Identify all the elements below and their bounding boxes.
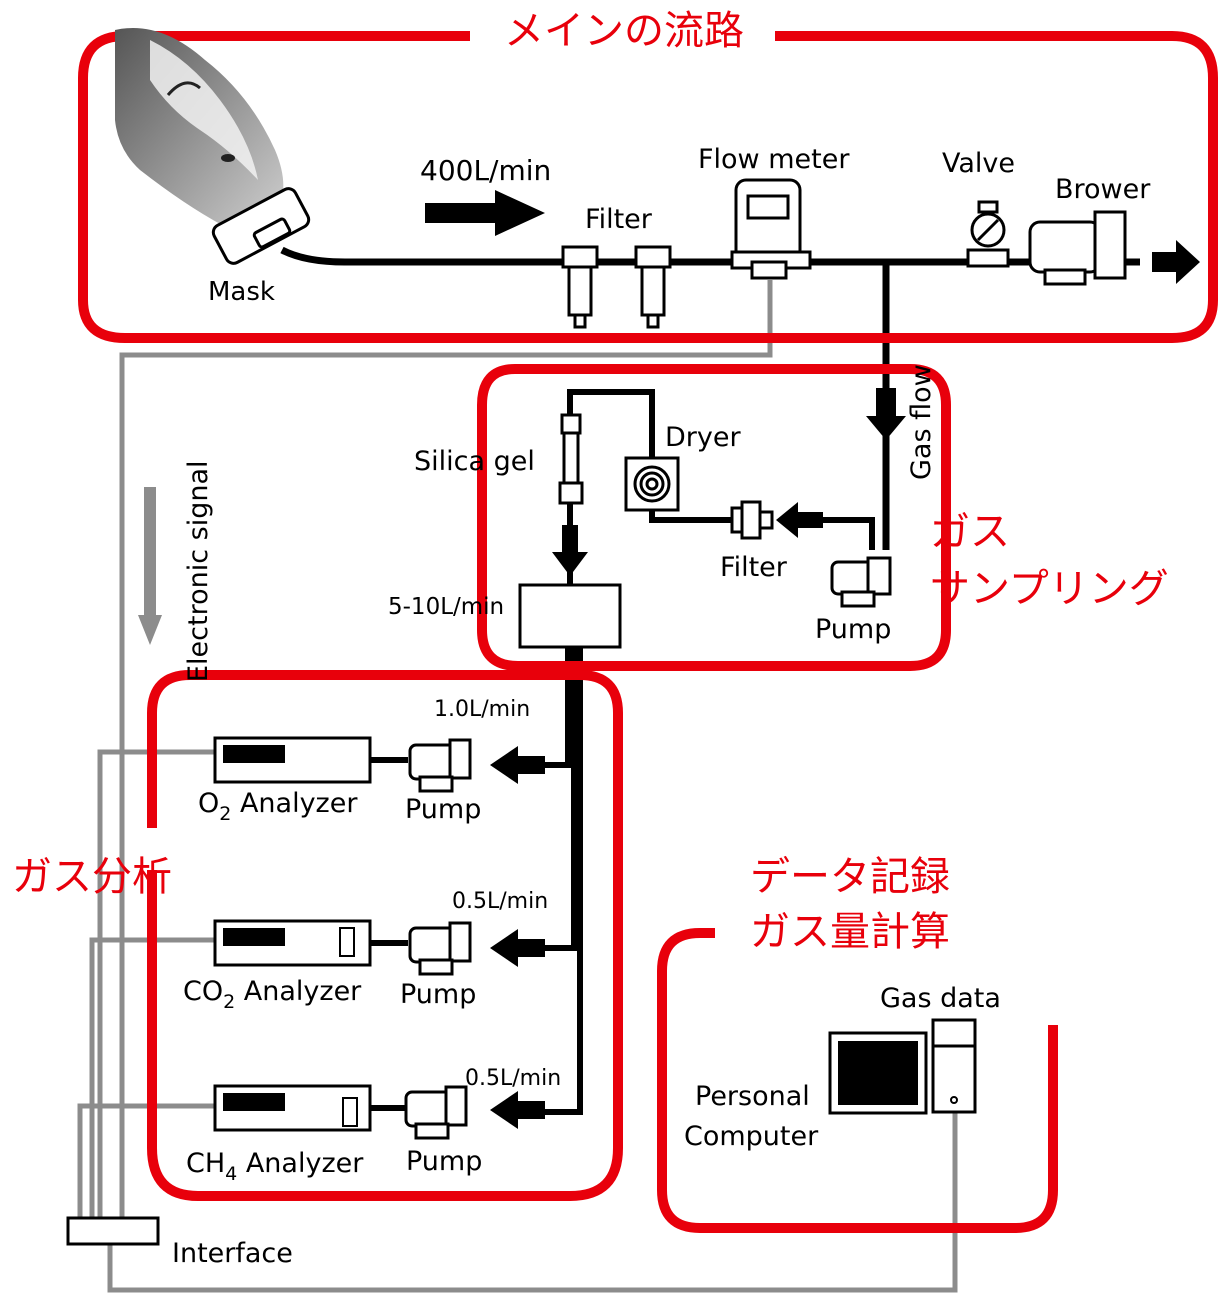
ch4-analyzer-icon [215,1086,370,1130]
main-flow-title: メインの流路 [504,8,744,54]
blower-label: Brower [1055,174,1151,205]
gas-sampling-title-line1: ガス [930,509,1010,555]
sampling-pump-icon [832,558,890,606]
dryer-icon [626,458,678,510]
ch4-pump-icon [406,1087,466,1138]
exhaust-arrow-icon [1152,240,1200,284]
o2-pump-label: Pump [405,794,481,825]
silica-gel-icon [560,415,582,503]
sampling-filter-icon [732,502,772,538]
main-filter-label: Filter [585,204,653,235]
gas-data-label: Gas data [880,983,1001,1014]
valve-icon [968,202,1008,266]
gas-sampling-title-line2: サンプリング [930,566,1169,612]
flow-meter-label: Flow meter [698,144,850,175]
flow-direction-arrow-icon [425,190,545,236]
electronic-signal-arrow-icon [138,487,162,645]
o2-analyzer-label: O2 Analyzer [198,788,358,825]
valve-label: Valve [942,148,1015,179]
computer-label-line2: Computer [684,1121,819,1152]
cow-head-image [115,28,283,227]
interface-box [68,1218,158,1244]
pump-to-filter-pipe [820,520,872,550]
ch4-flow-rate: 0.5L/min [465,1066,561,1091]
o2-flow-arrow-icon [490,746,545,784]
ch4-analyzer-row: CH4 Analyzer Pump 0.5L/min [186,1066,561,1185]
sampling-flow-rate: 5-10L/min [388,594,504,620]
o2-pump-icon [410,740,470,791]
silica-down-arrow-icon [552,525,588,576]
gas-analysis-title: ガス分析 [12,854,172,900]
distribution-manifold [520,585,620,647]
sampling-filter-label: Filter [720,552,788,583]
interface-label: Interface [172,1238,293,1269]
main-pipe [282,250,1140,262]
data-title-line2: ガス量計算 [750,909,950,955]
co2-flow-rate: 0.5L/min [452,889,548,914]
dryer-label: Dryer [665,422,741,453]
dryer-to-silica-pipe [570,392,652,465]
gas-flow-label: Gas flow [906,364,937,480]
ch4-flow-arrow-icon [490,1091,545,1129]
data-title-line1: データ記録 [750,854,950,900]
ch4-pump-label: Pump [406,1146,482,1177]
co2-analyzer-icon [215,921,370,965]
flow-meter-icon [732,180,810,278]
co2-flow-arrow-icon [490,929,545,967]
silica-gel-label: Silica gel [414,446,535,477]
mask-label: Mask [208,277,275,307]
o2-analyzer-row: O2 Analyzer Pump 1.0L/min [198,697,545,825]
co2-analyzer-label: CO2 Analyzer [183,976,362,1013]
personal-computer-icon [830,1020,975,1113]
main-flow-rate: 400L/min [420,154,551,187]
sampling-pump-label: Pump [815,614,891,645]
sampling-left-arrow-icon [776,502,823,538]
signal-wires [80,280,955,1290]
co2-analyzer-row: CO2 Analyzer Pump 0.5L/min [183,889,548,1013]
electronic-signal-label: Electronic signal [183,460,214,682]
blower-icon [1030,212,1125,284]
co2-pump-icon [410,923,470,974]
o2-analyzer-icon [215,738,370,782]
gas-flow-arrow-icon [866,388,906,440]
computer-label-line1: Personal [695,1081,810,1112]
co2-pump-label: Pump [400,979,476,1010]
o2-flow-rate: 1.0L/min [434,697,530,722]
ch4-analyzer-label: CH4 Analyzer [186,1148,364,1185]
